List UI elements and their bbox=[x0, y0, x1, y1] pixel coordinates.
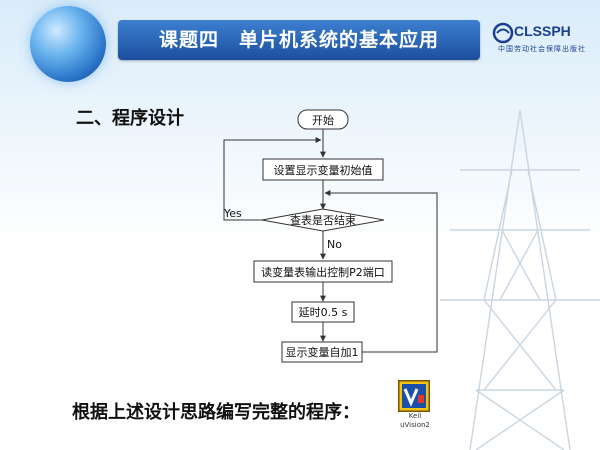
program-icon-label-line2: uVision2 bbox=[400, 421, 430, 429]
flow-step-init bbox=[262, 158, 384, 181]
program-launcher[interactable]: Keil uVision2 bbox=[392, 380, 438, 436]
flow-yes-label: Yes bbox=[223, 207, 242, 220]
publisher-logo: CLSSPH 中国劳动社会保障出版社 bbox=[492, 22, 596, 58]
flow-start-label: 开始 bbox=[312, 113, 334, 127]
publisher-swirl-icon bbox=[492, 22, 514, 44]
flow-step-increment-label: 显示变量自加1 bbox=[286, 345, 359, 359]
flow-step-increment bbox=[281, 341, 363, 363]
flow-step-delay bbox=[291, 301, 355, 323]
flow-decision-label: 查表是否结束 bbox=[290, 213, 356, 227]
flow-step-read-table bbox=[253, 260, 393, 283]
flow-start-terminal bbox=[297, 109, 349, 130]
publisher-logo-subtitle: 中国劳动社会保障出版社 bbox=[498, 45, 586, 53]
flow-decision bbox=[261, 208, 385, 232]
flow-step-read-table-label: 读变量表输出控制P2端口 bbox=[261, 265, 385, 279]
flow-step-init-label: 设置显示变量初始值 bbox=[274, 163, 373, 177]
globe-logo bbox=[30, 6, 106, 82]
program-icon-label: Keil uVision2 bbox=[392, 412, 438, 430]
program-icon-label-line1: Keil bbox=[408, 412, 422, 420]
header-bar: 课题四 单片机系统的基本应用 bbox=[118, 20, 480, 60]
publisher-logo-text: CLSSPH bbox=[514, 23, 571, 39]
instruction-text: 根据上述设计思路编写完整的程序： bbox=[72, 402, 360, 423]
slide-title: 课题四 单片机系统的基本应用 bbox=[158, 29, 439, 51]
flow-step-delay-label: 延时0.5 s bbox=[299, 306, 348, 319]
keil-uvision-icon bbox=[398, 380, 430, 412]
section-heading: 二、程序设计 bbox=[76, 108, 184, 129]
power-tower-illustration bbox=[440, 110, 600, 450]
flow-no-label: No bbox=[327, 238, 342, 251]
